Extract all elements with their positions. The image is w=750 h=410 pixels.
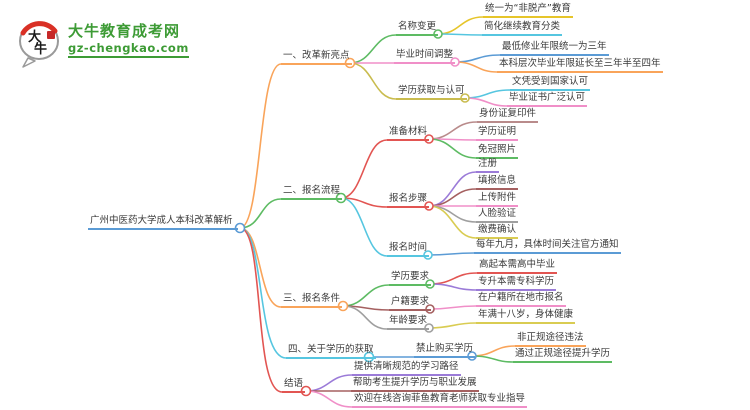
- branch-reform-highlights[interactable]: 一、改革新亮点: [281, 49, 352, 65]
- connector-line: [428, 188, 477, 207]
- connector-line: [342, 305, 388, 330]
- connector-line: [427, 252, 475, 256]
- leaf-node[interactable]: 人脸验证: [476, 207, 519, 223]
- subtopic-no-buying-degree[interactable]: 禁止购买学历: [414, 342, 476, 358]
- leaf-node[interactable]: 专升本需专科学历: [476, 275, 557, 291]
- connector-line: [239, 63, 282, 229]
- connector-line: [239, 198, 282, 229]
- logo-title: 大牛教育成考网: [68, 22, 181, 40]
- connector-line: [437, 16, 484, 35]
- leaf-node[interactable]: 在户籍所在地市报名: [476, 291, 566, 307]
- leaf-node[interactable]: 欢迎在线咨询菲鱼教育老师获取专业指导: [352, 392, 528, 408]
- leaf-node[interactable]: 身份证复印件: [477, 107, 539, 123]
- leaf-node[interactable]: 非正规途径违法: [515, 331, 586, 347]
- connector-line: [428, 121, 478, 140]
- connector-line: [349, 62, 397, 100]
- connector-line: [340, 197, 388, 257]
- leaf-node[interactable]: 统一为“非脱产”教育: [483, 2, 573, 18]
- leaf-node[interactable]: 高起本需高中毕业: [477, 258, 558, 274]
- connector-line: [340, 139, 388, 199]
- connector-line: [429, 283, 477, 291]
- subtopic-materials[interactable]: 准备材料: [387, 125, 430, 141]
- leaf-node[interactable]: 上传附件: [476, 191, 519, 207]
- connector-line: [428, 205, 477, 239]
- connector-line: [428, 322, 477, 329]
- leaf-node[interactable]: 最低修业年限统一为三年: [500, 40, 609, 56]
- leaf-node[interactable]: 简化继续教育分类: [482, 20, 563, 36]
- connector-line: [471, 345, 516, 357]
- branch-degree-acquisition[interactable]: 四、关于学历的获取: [286, 343, 376, 359]
- connector-line: [471, 355, 514, 363]
- leaf-node[interactable]: 提供清晰规范的学习路径: [352, 360, 461, 376]
- leaf-node[interactable]: 缴费确认: [476, 223, 519, 239]
- connector-line: [305, 390, 353, 408]
- logo-icon-text: 大: [28, 29, 41, 45]
- leaf-node[interactable]: 每年九月，具体时间关注官方通知: [474, 238, 621, 254]
- leaf-node[interactable]: 毕业证书广泛认可: [507, 91, 588, 107]
- logo-domain: gz-chengkao.com: [68, 41, 189, 58]
- connector-line: [464, 89, 511, 99]
- subtopic-age-requirement[interactable]: 年龄要求: [387, 314, 430, 330]
- branch-conclusion[interactable]: 结语: [282, 377, 306, 393]
- connector-line: [428, 205, 477, 223]
- leaf-node[interactable]: 本科层次毕业年限延长至三年半至四年: [497, 57, 663, 73]
- leaf-node[interactable]: 注册: [476, 157, 500, 173]
- leaf-node[interactable]: 免冠照片: [476, 143, 519, 159]
- connector-line: [437, 33, 483, 36]
- connector-line: [454, 54, 501, 63]
- leaf-node[interactable]: 文凭受到国家认可: [510, 75, 591, 91]
- leaf-node[interactable]: 年满十八岁，身体健康: [476, 308, 576, 324]
- connector-line: [239, 227, 283, 393]
- subtopic-steps[interactable]: 报名步骤: [387, 192, 430, 208]
- leaf-node[interactable]: 帮助考生提升学历与职业发展: [351, 376, 479, 392]
- connector-line: [454, 61, 498, 73]
- connector-line: [305, 374, 353, 392]
- branch-registration-conditions[interactable]: 三、报名条件: [281, 292, 343, 308]
- subtopic-name-change[interactable]: 名称变更: [396, 20, 439, 36]
- leaf-node[interactable]: 填报信息: [476, 174, 519, 190]
- branch-registration-process[interactable]: 二、报名流程: [281, 184, 343, 200]
- leaf-node[interactable]: 通过正规途径提升学历: [513, 347, 613, 363]
- subtopic-graduation-time[interactable]: 毕业时间调整: [394, 48, 456, 64]
- svg-text:牛: 牛: [34, 41, 47, 57]
- connector-line: [349, 34, 397, 64]
- connector-line: [464, 97, 508, 107]
- subtopic-time[interactable]: 报名时间: [387, 241, 430, 257]
- connector-line: [429, 305, 477, 310]
- connector-line: [342, 284, 390, 307]
- site-logo[interactable]: 大 牛 大牛教育成考网 gz-chengkao.com: [16, 16, 196, 68]
- subtopic-degree-recognition[interactable]: 学历获取与认可: [396, 84, 467, 100]
- connector-line: [239, 227, 282, 308]
- leaf-node[interactable]: 学历证明: [476, 125, 519, 141]
- root-topic[interactable]: 广州中医药大学成人本科改革解析: [88, 214, 238, 230]
- subtopic-residence-requirement[interactable]: 户籍要求: [389, 295, 432, 311]
- connector-line: [428, 138, 477, 159]
- subtopic-education-requirement[interactable]: 学历要求: [389, 270, 432, 286]
- logo-icon: 大 牛: [19, 21, 59, 68]
- connector-line: [429, 272, 478, 285]
